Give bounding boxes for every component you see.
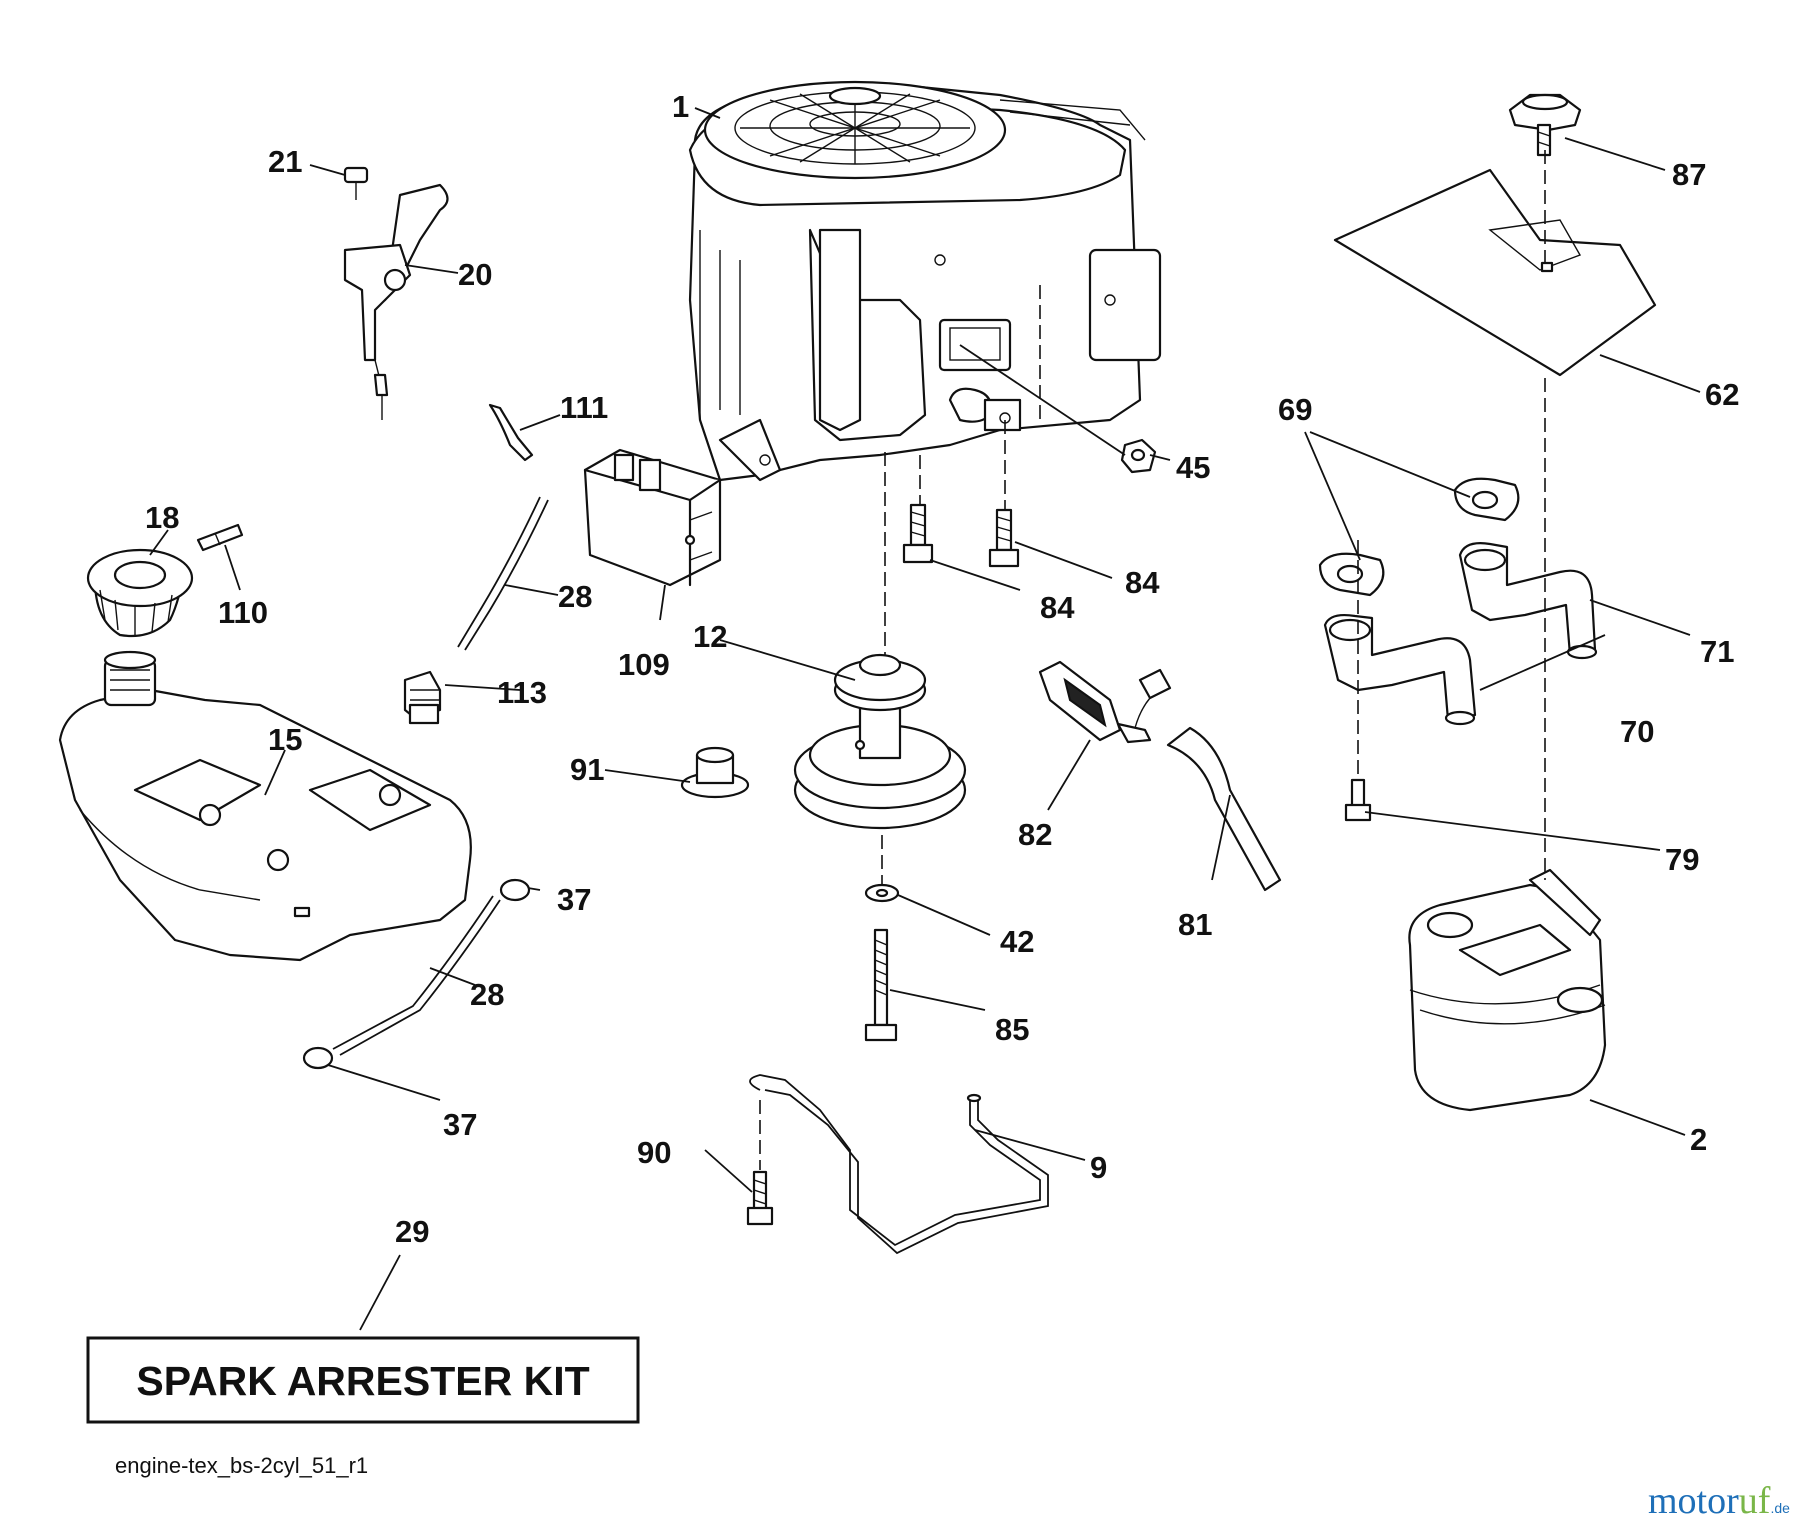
callout-81: 81	[1178, 907, 1212, 942]
fuel-cap	[86, 548, 194, 638]
muffler	[1408, 868, 1607, 1112]
callout-69: 69	[1278, 392, 1312, 427]
exhaust-gasket	[1318, 477, 1520, 597]
bushing	[680, 746, 750, 799]
callout-28: 28	[558, 579, 592, 614]
fuel-filter-canister	[583, 448, 722, 587]
callout-110: 110	[218, 595, 268, 630]
callout-9: 9	[1090, 1150, 1107, 1185]
callout-28: 28	[470, 977, 504, 1012]
heat-shield	[1333, 168, 1657, 377]
exhaust-pipe	[1458, 542, 1598, 660]
callout-42: 42	[1000, 924, 1034, 959]
callout-37: 37	[557, 882, 591, 917]
callout-90: 90	[637, 1135, 671, 1170]
callout-15: 15	[268, 722, 302, 757]
callout-79: 79	[1665, 842, 1699, 877]
leader-lines	[149, 107, 1701, 1331]
callout-84: 84	[1040, 590, 1075, 625]
callout-12: 12	[693, 619, 727, 654]
callout-70: 70	[1620, 714, 1654, 749]
throttle-control	[343, 166, 449, 420]
callout-111: 111	[560, 390, 608, 425]
engine	[688, 80, 1162, 482]
callout-84: 84	[1125, 565, 1160, 600]
bracket-bolt	[746, 1170, 774, 1226]
callout-29: 29	[395, 1214, 429, 1249]
muffler-screw	[1344, 778, 1372, 822]
engine-pulley	[793, 653, 967, 830]
fuel-fitting	[196, 523, 244, 552]
fuel-shutoff	[403, 670, 442, 725]
pulley-bolt	[864, 928, 898, 1042]
bracket-rod	[749, 1074, 1049, 1255]
callout-113: 113	[497, 675, 547, 710]
callout-21: 21	[268, 144, 302, 179]
callouts: 1 21 20 111 18 110 28 109 113 12 15 91 3…	[145, 89, 1739, 1249]
washer	[864, 883, 900, 903]
exhaust-pipe	[1323, 613, 1477, 726]
callout-91: 91	[570, 752, 604, 787]
callout-85: 85	[995, 1012, 1029, 1047]
nut	[1120, 438, 1157, 474]
engine-mount-bolt	[902, 503, 934, 564]
hose	[1166, 726, 1282, 892]
fuel-line-upper	[457, 496, 549, 651]
callout-20: 20	[458, 257, 492, 292]
callout-1: 1	[672, 89, 689, 124]
callout-109: 109	[618, 647, 670, 682]
callout-45: 45	[1176, 450, 1210, 485]
harness-connector	[1038, 660, 1172, 744]
spark-arrester-kit-label: SPARK ARRESTER KIT	[136, 1358, 589, 1404]
fuel-line-short	[488, 403, 534, 462]
fuel-line-lower	[332, 895, 501, 1056]
wing-knob	[1508, 93, 1582, 157]
callout-18: 18	[145, 500, 179, 535]
callout-87: 87	[1672, 157, 1706, 192]
spark-arrester-kit-box: SPARK ARRESTER KIT	[86, 1336, 640, 1424]
callout-71: 71	[1700, 634, 1734, 669]
callout-2: 2	[1690, 1122, 1707, 1157]
callout-37: 37	[443, 1107, 477, 1142]
watermark-logo: motoruf.de	[1648, 1480, 1790, 1521]
diagram-reference: engine-tex_bs-2cyl_51_r1	[115, 1453, 368, 1478]
callout-62: 62	[1705, 377, 1739, 412]
hose-clamp	[302, 878, 531, 1070]
engine-mount-bolt	[988, 508, 1020, 568]
callout-82: 82	[1018, 817, 1052, 852]
fuel-tank	[58, 650, 472, 962]
